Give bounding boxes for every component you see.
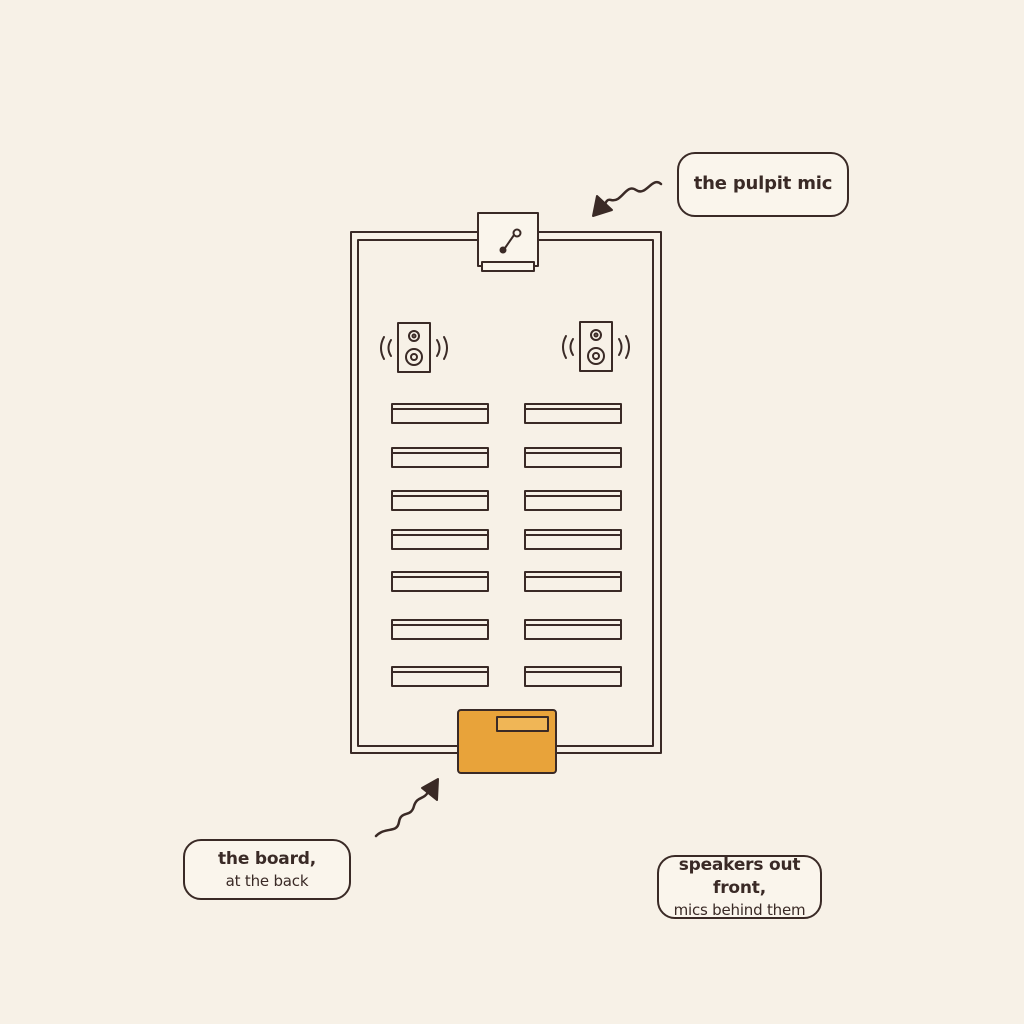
pew [524, 571, 622, 592]
pew [391, 447, 489, 468]
speakers-label-line1: speakers out front, [678, 854, 801, 898]
pew [524, 529, 622, 550]
speakers-label: speakers out front, mics behind them [657, 855, 822, 919]
pew [524, 666, 622, 687]
board-label-line2: at the back [225, 871, 309, 890]
room-outline [350, 231, 662, 754]
pulpit-mic-label: the pulpit mic [677, 152, 849, 217]
pew [524, 447, 622, 468]
mixing-board-icon [457, 709, 557, 774]
pew [524, 619, 622, 640]
pew [391, 529, 489, 550]
pews-left [391, 403, 489, 687]
pew [391, 571, 489, 592]
board-label: the board, at the back [183, 839, 351, 900]
board-label-line1: the board, [217, 848, 316, 869]
pew [524, 403, 622, 424]
pew [391, 403, 489, 424]
pew [524, 490, 622, 511]
speaker-icon [380, 322, 448, 373]
pew [391, 666, 489, 687]
speaker-icon [562, 321, 630, 372]
pews-right [524, 403, 622, 687]
pew [391, 619, 489, 640]
arrow-icon [592, 181, 663, 217]
pulpit-microphone-icon [477, 212, 539, 272]
arrow-icon [374, 778, 439, 838]
pulpit-mic-label-text: the pulpit mic [693, 173, 833, 195]
pew [391, 490, 489, 511]
speakers-label-line2: mics behind them [673, 900, 806, 919]
